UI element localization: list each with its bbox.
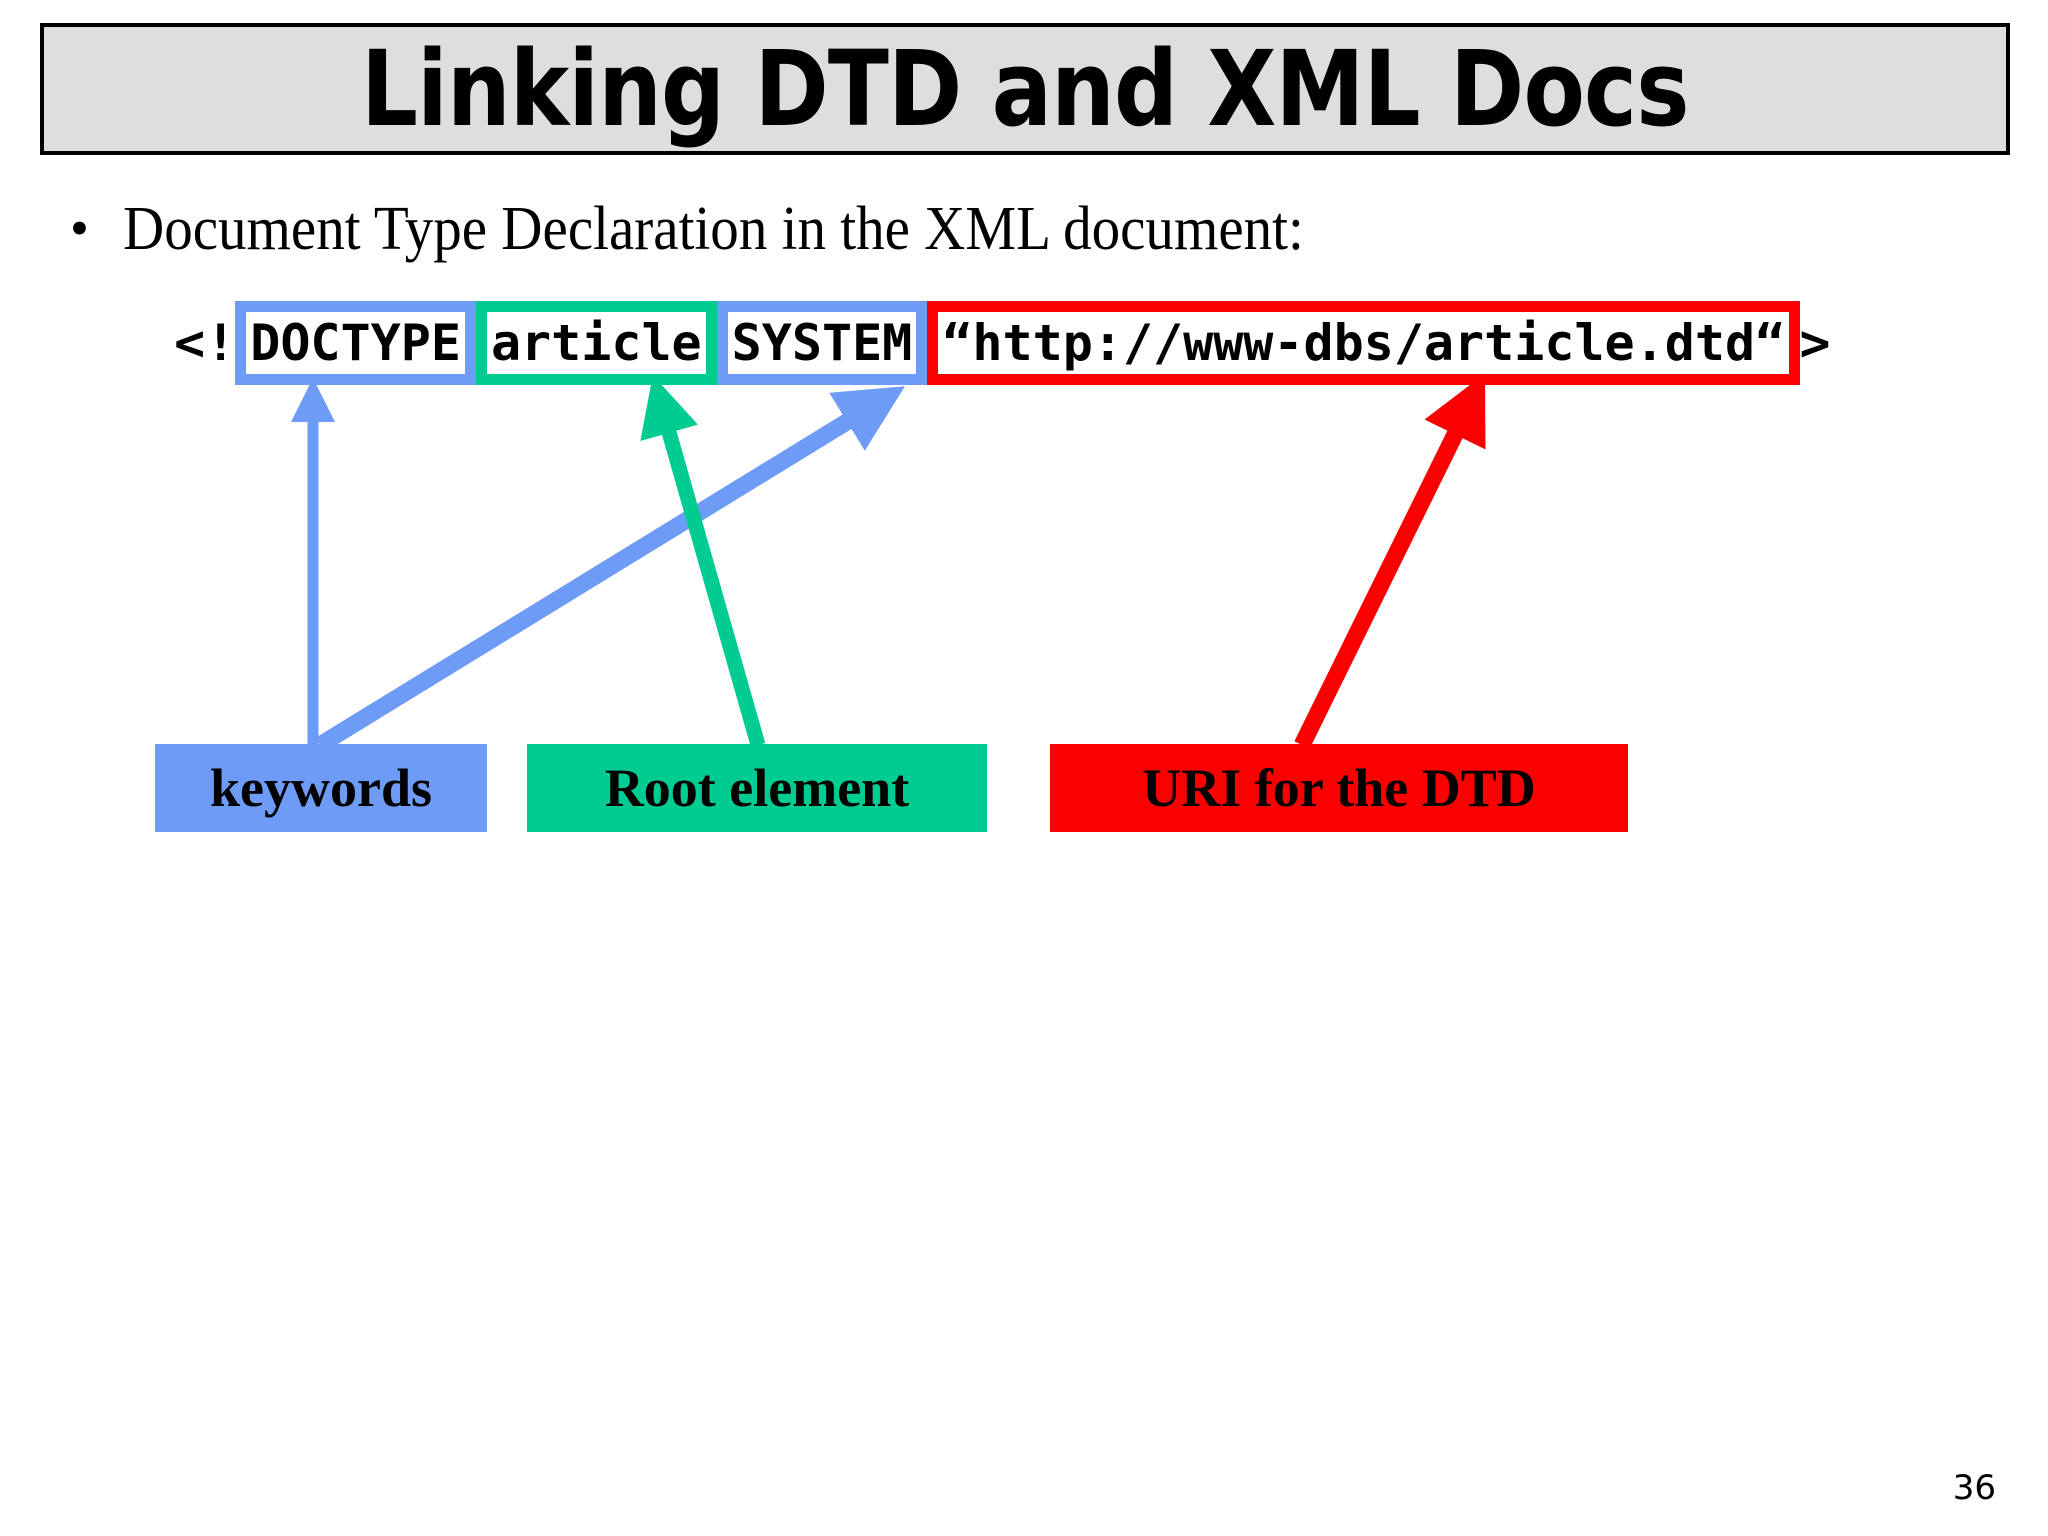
legend-label-uri: URI for the DTD bbox=[1142, 758, 1536, 818]
legend-label-root-element: Root element bbox=[604, 758, 910, 818]
arrow-uri-to-url bbox=[1294, 373, 1486, 749]
bullet-marker-icon: • bbox=[70, 198, 89, 258]
legend-box-uri: URI for the DTD bbox=[1050, 744, 1628, 832]
code-chunk-system: SYSTEM bbox=[716, 301, 928, 385]
code-chunk-article: article bbox=[475, 301, 717, 385]
legend-label-keywords: keywords bbox=[209, 758, 432, 818]
bullet-text: Document Type Declaration in the XML doc… bbox=[122, 195, 1304, 263]
code-chunk-uri: “http://www-dbs/article.dtd“ bbox=[927, 301, 1801, 385]
legend-box-root-element: Root element bbox=[527, 744, 987, 832]
arrow-root-to-article bbox=[640, 375, 766, 748]
code-prefix: <! bbox=[174, 314, 237, 372]
page-title: Linking DTD and XML Docs bbox=[361, 28, 1689, 150]
bullet-item: • Document Type Declaration in the XML d… bbox=[70, 196, 1406, 262]
page-number: 36 bbox=[1952, 1468, 1996, 1508]
arrow-keywords-to-system bbox=[315, 386, 905, 753]
code-chunk-doctype: DOCTYPE bbox=[235, 301, 476, 385]
legend-box-keywords: keywords bbox=[155, 744, 487, 832]
code-suffix: > bbox=[1799, 314, 1831, 372]
doctype-declaration-line: <! DOCTYPE article SYSTEM “http://www-db… bbox=[174, 300, 1831, 386]
slide-title-box: Linking DTD and XML Docs bbox=[40, 23, 2010, 155]
